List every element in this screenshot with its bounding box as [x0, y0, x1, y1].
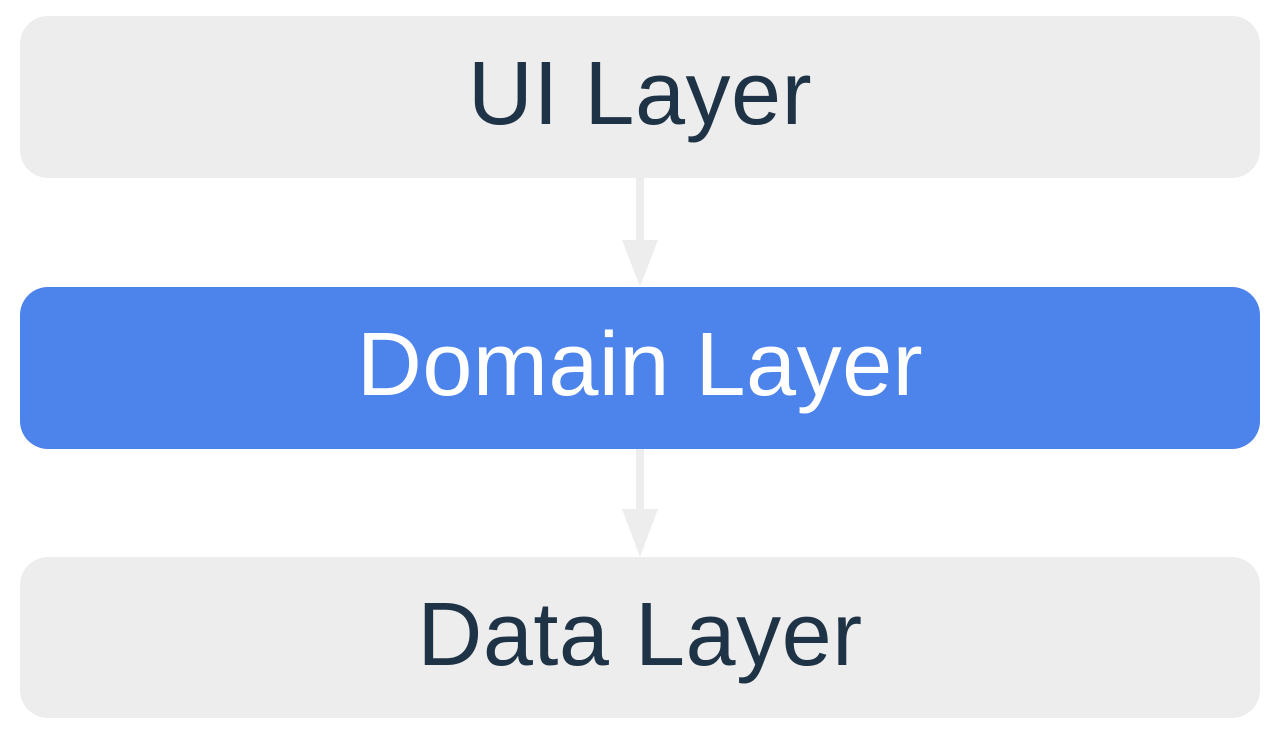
arrow-down-icon: [622, 240, 658, 287]
arrow-down-icon: [636, 449, 644, 509]
arrow-down-icon: [622, 509, 658, 557]
node-domain-layer: Domain Layer: [20, 287, 1260, 449]
node-ui-layer-label: UI Layer: [467, 44, 813, 144]
node-domain-layer-label: Domain Layer: [356, 315, 924, 415]
node-ui-layer: UI Layer: [20, 16, 1260, 178]
arrow-down-icon: [636, 178, 644, 240]
node-data-layer: Data Layer: [20, 557, 1260, 718]
node-data-layer-label: Data Layer: [417, 584, 863, 685]
